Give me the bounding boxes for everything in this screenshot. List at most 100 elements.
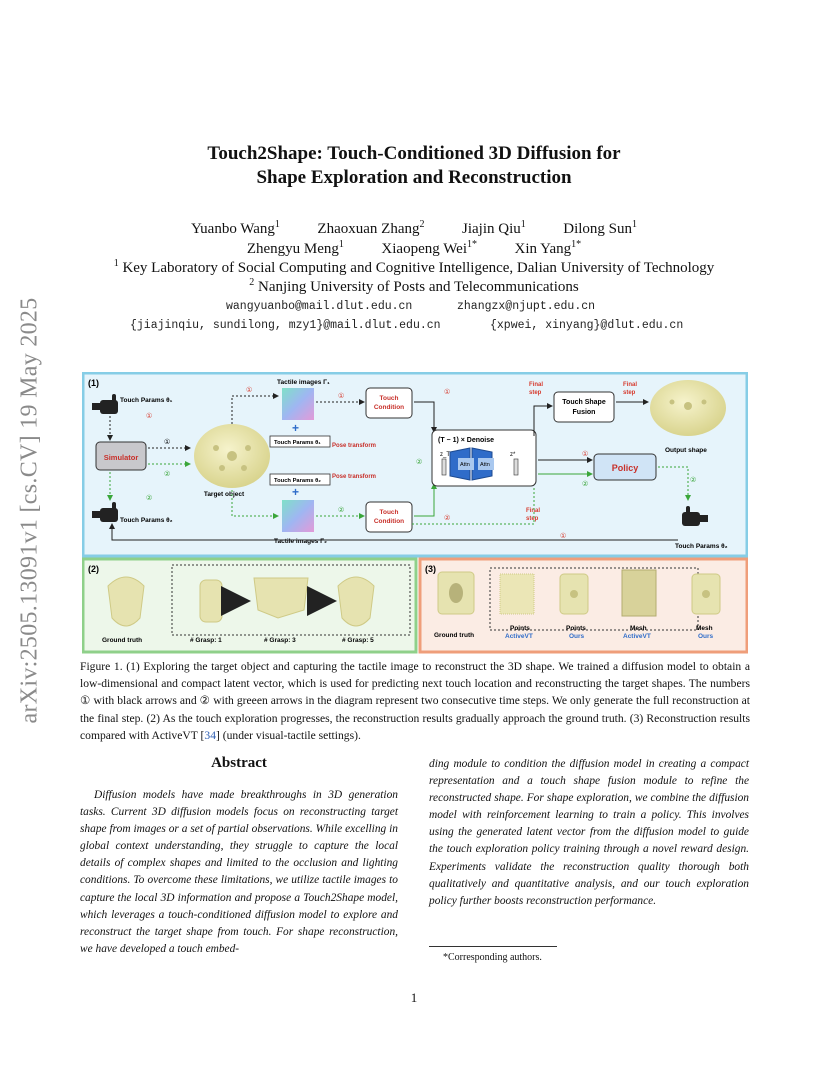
panel-2-label: Ground truth xyxy=(102,637,142,644)
simulator-box xyxy=(95,441,147,471)
author: Zhengyu Meng1 xyxy=(246,239,344,257)
email[interactable]: zhangzx@njupt.edu.cn xyxy=(457,300,596,313)
pose-transform-label: Pose transform xyxy=(332,443,376,449)
tactile-image-top xyxy=(282,388,314,420)
abstract-text-left: Diffusion models have made breakthroughs… xyxy=(80,789,398,955)
tactile-image-bottom xyxy=(282,500,314,532)
final-step-label: step xyxy=(526,516,539,522)
denoise-label: (T − 1) × Denoise xyxy=(438,437,494,444)
email[interactable]: {xpwei, xinyang}@dlut.edu.cn xyxy=(490,319,684,332)
target-object-label: Target object xyxy=(204,491,245,498)
robot-hand-icon xyxy=(92,394,118,414)
touch-condition-label: Touch xyxy=(379,395,398,402)
touch-params-box-2-label: Touch Params θ₂ xyxy=(274,478,321,484)
attn-label: Attn xyxy=(460,462,470,468)
fusion-label: Touch Shape xyxy=(562,399,606,406)
z-t-label: z_T xyxy=(440,452,450,458)
final-step-label: Final xyxy=(529,382,543,388)
figure-1: (1) Touch Params θ₁ Touch Params θ₂ Simu… xyxy=(82,372,748,654)
paper-title: Touch2Shape: Touch-Conditioned 3D Diffus… xyxy=(0,142,828,190)
touch-condition-box-top xyxy=(365,387,413,419)
arxiv-identifier: arXiv:2505.13091v1 [cs.CV] 19 May 2025 xyxy=(16,297,43,724)
title-line-2: Shape Exploration and Reconstruction xyxy=(256,167,572,188)
page-number: 1 xyxy=(410,990,418,1005)
panel-3-label: Points xyxy=(566,625,586,632)
figure-caption: Figure 1. (1) Exploring the target objec… xyxy=(80,660,750,742)
tactile-images-top-label: Tactile images Γ₁ xyxy=(277,379,330,386)
touch-params-out-label: Touch Params θ₂ xyxy=(675,543,728,550)
simulator-label: Simulator xyxy=(104,453,139,462)
touch-condition-box-bottom xyxy=(365,501,413,533)
touch-params-box-1-label: Touch Params θ₁ xyxy=(274,440,321,446)
touch-shape-fusion-box xyxy=(553,391,615,423)
robot-hand-icon xyxy=(92,502,118,522)
panel-3-label: ActiveVT xyxy=(505,633,533,640)
author: Jiajin Qiu1 xyxy=(461,219,526,237)
panel-3-label: Mesh xyxy=(630,625,647,632)
panel-3-label: Mesh xyxy=(696,625,713,632)
z-star-label: z* xyxy=(510,452,516,458)
author-row-1: Yuanbo Wang1 Zhaoxuan Zhang2 Jiajin Qiu1… xyxy=(0,219,828,238)
final-step-label: Final xyxy=(623,382,637,388)
step-1-marker: ① xyxy=(246,386,252,394)
panel-3-tag: (3) xyxy=(425,564,436,574)
touch-params-box-2 xyxy=(269,473,331,486)
tactile-images-bottom-label: Tactile images Γ₂ xyxy=(274,538,327,545)
attn-label: Attn xyxy=(480,462,490,468)
footnote-rule xyxy=(429,946,557,947)
panel-3-label: Ours xyxy=(569,633,585,640)
touch-condition-label: Touch xyxy=(379,509,398,516)
email[interactable]: {jiajinqiu, sundilong, mzy1}@mail.dlut.e… xyxy=(130,319,441,332)
citation-link[interactable]: 34 xyxy=(204,728,216,742)
touch-condition-label: Condition xyxy=(374,404,404,411)
step-1-marker: ① xyxy=(164,438,170,446)
touch-params-1-label: Touch Params θ₁ xyxy=(120,397,173,404)
panel-2-label: # Grasp: 3 xyxy=(264,637,296,644)
step-2-marker: ② xyxy=(582,481,588,488)
panel-1-tag: (1) xyxy=(88,378,99,388)
author: Xin Yang1* xyxy=(514,239,582,257)
step-2-marker: ② xyxy=(690,477,696,484)
step-1-marker: ① xyxy=(560,532,566,540)
author: Dilong Sun1 xyxy=(563,219,637,237)
author: Xiaopeng Wei1* xyxy=(381,239,477,257)
robot-hand-icon xyxy=(682,506,708,526)
panel-2-tag: (2) xyxy=(88,564,99,574)
pose-transform-label: Pose transform xyxy=(332,474,376,480)
svg-text:+: + xyxy=(292,421,299,435)
abstract-text-right: ding module to condition the diffusion m… xyxy=(429,758,749,907)
affiliation-2: 2 Nanjing University of Posts and Teleco… xyxy=(249,277,579,295)
policy-label: Policy xyxy=(612,463,639,473)
policy-box xyxy=(593,453,657,481)
author: Yuanbo Wang1 xyxy=(191,219,280,237)
panel-3-label: Ground truth xyxy=(434,632,474,639)
step-1-marker: ① xyxy=(444,388,450,396)
email[interactable]: wangyuanbo@mail.dlut.edu.cn xyxy=(226,300,413,313)
final-step-label: step xyxy=(529,390,542,396)
step-2-marker: ② xyxy=(146,495,152,502)
panel-2-label: # Grasp: 5 xyxy=(342,637,374,644)
step-1-marker: ① xyxy=(582,450,588,458)
output-shape-label: Output shape xyxy=(665,447,707,454)
author: Zhaoxuan Zhang2 xyxy=(317,219,425,237)
footnote: *Corresponding authors. xyxy=(443,952,542,963)
panel-2-label: # Grasp: 1 xyxy=(190,637,222,644)
touch-params-box-1 xyxy=(269,435,331,448)
step-1-marker: ① xyxy=(146,412,152,420)
author-row-2: Zhengyu Meng1 Xiaopeng Wei1* Xin Yang1* xyxy=(0,239,828,258)
fusion-label: Fusion xyxy=(573,409,596,416)
step-2-marker: ② xyxy=(416,459,422,466)
step-2-marker: ② xyxy=(164,471,170,478)
touch-condition-label: Condition xyxy=(374,518,404,525)
final-step-label: step xyxy=(623,390,636,396)
svg-text:+: + xyxy=(292,485,299,499)
step-2-marker: ② xyxy=(338,507,344,514)
abstract-heading: Abstract xyxy=(211,755,267,771)
title-line-1: Touch2Shape: Touch-Conditioned 3D Diffus… xyxy=(207,143,621,164)
final-step-label: Final xyxy=(526,508,540,514)
panel-3-label: Points xyxy=(510,625,530,632)
panel-3-label: Ours xyxy=(698,633,714,640)
step-1-marker: ① xyxy=(338,392,344,400)
touch-params-2-label: Touch Params θ₂ xyxy=(120,517,173,524)
panel-3-label: ActiveVT xyxy=(623,633,651,640)
